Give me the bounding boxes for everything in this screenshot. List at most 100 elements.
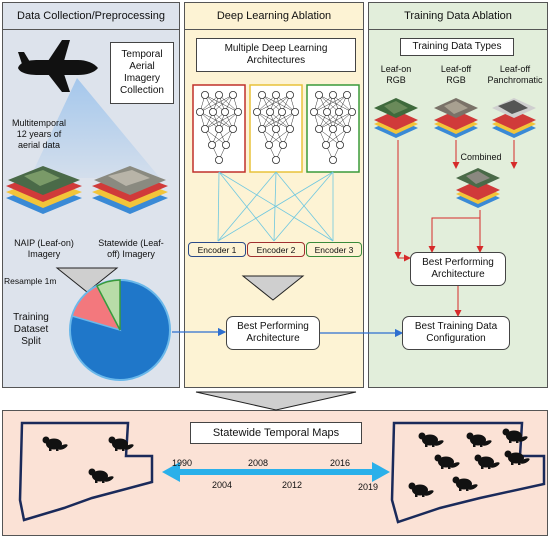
beaver-icon xyxy=(502,428,529,443)
network-edge xyxy=(318,111,353,130)
network-node xyxy=(207,140,216,149)
leafon-image-stack-icon xyxy=(374,98,418,138)
network-edge xyxy=(268,128,291,146)
network-node xyxy=(342,125,351,134)
network-edge xyxy=(261,111,283,130)
network-node xyxy=(328,125,337,134)
network-node xyxy=(221,140,230,149)
timeline-arrow xyxy=(162,462,390,482)
statewide-image-stack-icon xyxy=(92,166,168,214)
network-node xyxy=(290,108,299,117)
network-edge xyxy=(212,111,234,130)
best-architecture-box: Best Performing Architecture xyxy=(226,316,320,350)
beaver-icon xyxy=(474,454,501,469)
network-node xyxy=(271,125,280,134)
network-edge xyxy=(318,94,340,113)
year-2004: 2004 xyxy=(212,480,233,490)
network-node xyxy=(214,155,223,164)
training-types-box: Training Data Types xyxy=(400,38,514,56)
network-edge xyxy=(204,111,226,130)
panel-title-training: Training Data Ablation xyxy=(369,3,547,30)
network-node xyxy=(278,140,287,149)
network-edge xyxy=(261,111,296,130)
network-edge xyxy=(313,111,334,130)
network-node xyxy=(271,91,280,100)
down-arrow-collection xyxy=(55,267,119,293)
network-node xyxy=(228,91,237,100)
network-node xyxy=(195,108,204,117)
beaver-icon xyxy=(434,454,461,469)
beaver-icon xyxy=(466,432,493,447)
network-edge xyxy=(326,94,348,113)
network-edge xyxy=(211,128,234,146)
leafon-rgb-label: Leaf-on RGB xyxy=(380,64,412,85)
network-node xyxy=(200,91,209,100)
network-edge xyxy=(318,94,353,113)
network-node xyxy=(314,125,323,134)
temporal-maps-title: Statewide Temporal Maps xyxy=(190,422,362,444)
encoder-1: Encoder 1 xyxy=(188,242,246,257)
network-edge xyxy=(199,111,234,130)
network-node xyxy=(328,91,337,100)
panchromatic-label: Leaf-off Panchromatic xyxy=(487,64,543,85)
network-edge xyxy=(261,94,283,113)
network-edge xyxy=(261,94,296,113)
network-node xyxy=(233,108,242,117)
network-node xyxy=(277,108,286,117)
network-edge xyxy=(218,111,239,130)
down-arrow-maps xyxy=(195,391,357,411)
network-edge xyxy=(332,111,353,130)
network-edge xyxy=(256,111,291,130)
network-edge xyxy=(256,94,291,113)
network-node xyxy=(342,91,351,100)
combined-label: Combined xyxy=(460,152,502,162)
network-node xyxy=(285,91,294,100)
network-edge xyxy=(313,94,334,113)
combined-image-stack-icon xyxy=(456,168,500,208)
network-edge xyxy=(269,94,291,113)
network-node xyxy=(214,91,223,100)
network-edge xyxy=(218,94,239,113)
network-node xyxy=(285,125,294,134)
network-node xyxy=(322,108,331,117)
temporal-imagery-box: Temporal Aerial Imagery Collection xyxy=(110,42,174,104)
network-encoder-links xyxy=(217,171,334,242)
network-edge xyxy=(275,94,296,113)
network-edge xyxy=(204,111,239,130)
network-edge xyxy=(313,111,348,130)
panchromatic-image-stack-icon xyxy=(492,98,536,138)
sensor-beam xyxy=(30,78,160,178)
network-edge xyxy=(199,111,220,130)
network-edge xyxy=(325,128,348,146)
beaver-icon xyxy=(504,450,531,465)
architectures-box: Multiple Deep Learning Architectures xyxy=(196,38,356,72)
network-node xyxy=(309,108,318,117)
network-node xyxy=(264,140,273,149)
beaver-icon xyxy=(418,432,445,447)
network-edge xyxy=(332,94,353,113)
network-node xyxy=(265,108,274,117)
airplane-icon xyxy=(18,40,98,92)
best-config-box: Best Training Data Configuration xyxy=(402,316,510,350)
down-arrow-deep xyxy=(241,275,305,301)
beaver-icon xyxy=(42,436,69,451)
network-edge xyxy=(269,111,291,130)
year-1990: 1990 xyxy=(172,458,193,468)
multitemporal-label: Multitemporal 12 years of aerial data xyxy=(11,118,67,150)
network-edge xyxy=(256,94,277,113)
pie-chart-icon xyxy=(69,279,171,381)
network-edge xyxy=(204,94,239,113)
dataset-split-label: Training Dataset Split xyxy=(13,312,49,347)
network-node xyxy=(321,140,330,149)
year-2016: 2016 xyxy=(330,458,351,468)
panel-title-deep: Deep Learning Ablation xyxy=(185,3,363,30)
encoder-3: Encoder 3 xyxy=(306,242,362,257)
network-node xyxy=(208,108,217,117)
network-edge xyxy=(318,111,340,130)
beaver-icon xyxy=(452,476,479,491)
best-architecture-box-training: Best Performing Architecture xyxy=(410,252,506,286)
year-2008: 2008 xyxy=(248,458,269,468)
network-node xyxy=(200,125,209,134)
network-node xyxy=(257,91,266,100)
